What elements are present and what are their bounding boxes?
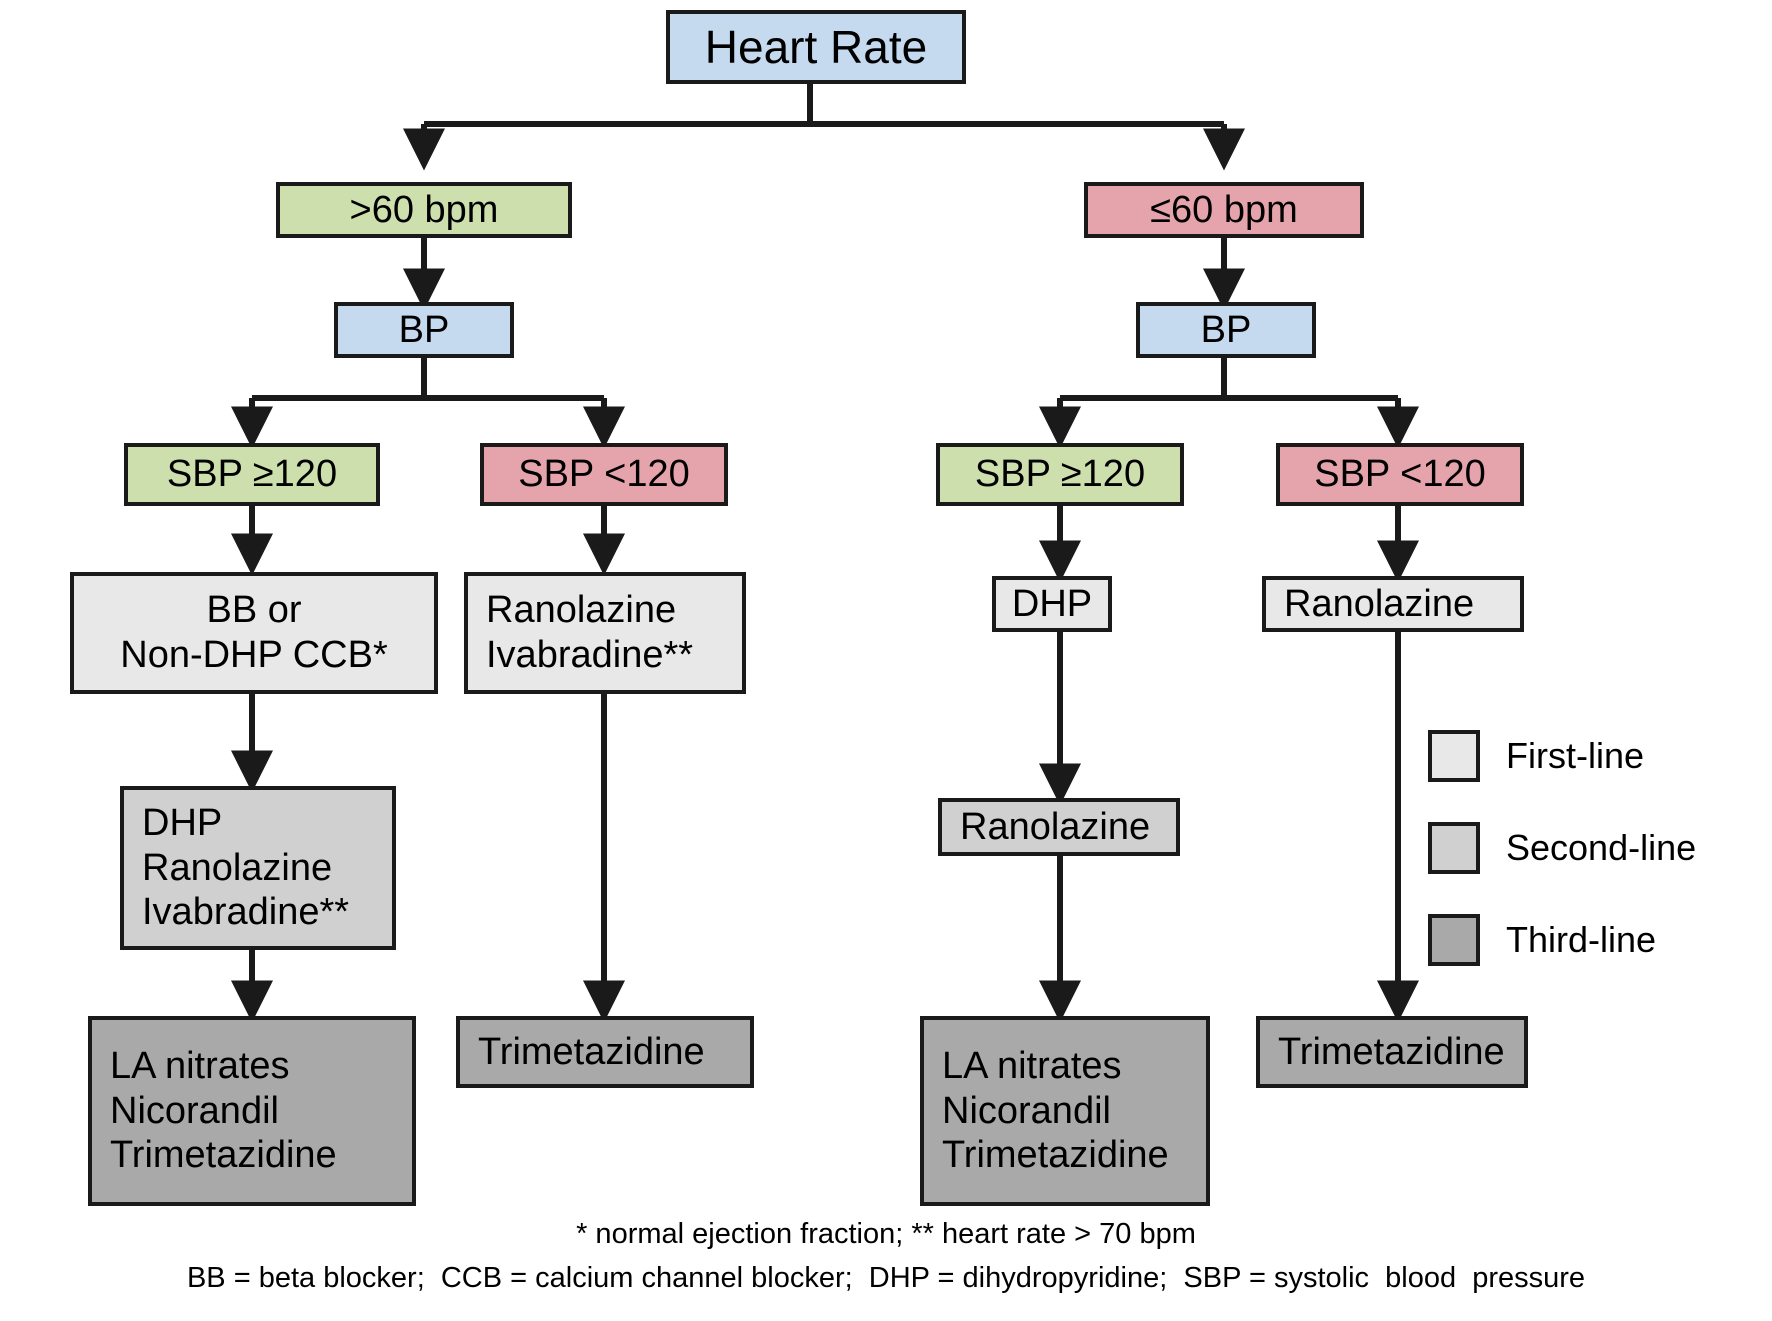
legend-swatch-third-line-icon: [1428, 914, 1480, 966]
node-bp-left[interactable]: BP: [334, 302, 514, 358]
node-label-line-2: Nicorandil: [942, 1089, 1111, 1132]
node-label: SBP <120: [1314, 453, 1486, 496]
node-label: >60 bpm: [349, 188, 499, 231]
node-hr-le60[interactable]: ≤60 bpm: [1084, 182, 1364, 238]
node-label: BP: [1200, 308, 1252, 351]
node-first-line-ranolazine-ivabradine[interactable]: Ranolazine Ivabradine**: [464, 572, 746, 694]
node-first-line-dhp[interactable]: DHP: [992, 576, 1112, 632]
node-sbp-lt120-right[interactable]: SBP <120: [1276, 443, 1524, 506]
node-label-line-3: Trimetazidine: [110, 1134, 337, 1177]
node-label-line-2: Nicorandil: [110, 1089, 279, 1132]
node-label: Heart Rate: [704, 20, 928, 73]
node-label: SBP <120: [518, 453, 690, 496]
node-label-line-1: DHP: [1011, 582, 1093, 625]
legend-label: Third-line: [1506, 919, 1657, 960]
node-third-line-right-2[interactable]: Trimetazidine: [1256, 1016, 1528, 1088]
footnote-line-1: * normal ejection fraction; ** heart rat…: [576, 1218, 1196, 1250]
node-label-line-1: Trimetazidine: [1278, 1030, 1505, 1073]
node-heart-rate[interactable]: Heart Rate: [666, 10, 966, 84]
node-label-line-1: Trimetazidine: [478, 1030, 705, 1073]
node-label-line-1: Ranolazine: [1284, 582, 1475, 625]
node-label-line-1: DHP: [142, 801, 223, 844]
node-third-line-left-2[interactable]: Trimetazidine: [456, 1016, 754, 1088]
node-label-line-1: LA nitrates: [110, 1044, 290, 1087]
node-label-line-3: Ivabradine**: [142, 891, 350, 934]
legend-label: First-line: [1506, 735, 1645, 776]
legend-item-second-line: Second-line: [1428, 822, 1696, 874]
node-label-line-1: Ranolazine: [486, 589, 677, 632]
node-label: SBP ≥120: [974, 453, 1146, 496]
node-label-line-1: Ranolazine: [960, 805, 1151, 848]
node-label-line-2: Ivabradine**: [486, 634, 694, 676]
node-second-line-right[interactable]: Ranolazine: [938, 798, 1180, 856]
node-bp-right[interactable]: BP: [1136, 302, 1316, 358]
node-sbp-lt120-left[interactable]: SBP <120: [480, 443, 728, 506]
node-sbp-ge120-right[interactable]: SBP ≥120: [936, 443, 1184, 506]
node-second-line-left[interactable]: DHP Ranolazine Ivabradine**: [120, 786, 396, 950]
footnote-line-2: BB = beta blocker; CCB = calcium channel…: [186, 1262, 1586, 1294]
node-label: BP: [398, 308, 450, 351]
node-third-line-left-1[interactable]: LA nitrates Nicorandil Trimetazidine: [88, 1016, 416, 1206]
legend-item-first-line: First-line: [1428, 730, 1644, 782]
legend-item-third-line: Third-line: [1428, 914, 1656, 966]
legend-swatch-first-line-icon: [1428, 730, 1480, 782]
node-third-line-right-1[interactable]: LA nitrates Nicorandil Trimetazidine: [920, 1016, 1210, 1206]
node-hr-gt60[interactable]: >60 bpm: [276, 182, 572, 238]
node-label-line-2: Ranolazine: [142, 846, 333, 889]
legend-label: Second-line: [1506, 827, 1697, 868]
legend-swatch-second-line-icon: [1428, 822, 1480, 874]
node-label-line-3: Trimetazidine: [942, 1134, 1169, 1177]
node-label-line-1: LA nitrates: [942, 1044, 1122, 1087]
node-label: SBP ≥120: [166, 453, 338, 496]
node-label-line-1: BB or: [206, 589, 302, 632]
node-first-line-bb[interactable]: BB or Non-DHP CCB*: [70, 572, 438, 694]
node-sbp-ge120-left[interactable]: SBP ≥120: [124, 443, 380, 506]
node-label-line-2: Non-DHP CCB*: [120, 634, 388, 676]
node-label: ≤60 bpm: [1150, 188, 1298, 231]
node-first-line-ranolazine[interactable]: Ranolazine: [1262, 576, 1524, 632]
